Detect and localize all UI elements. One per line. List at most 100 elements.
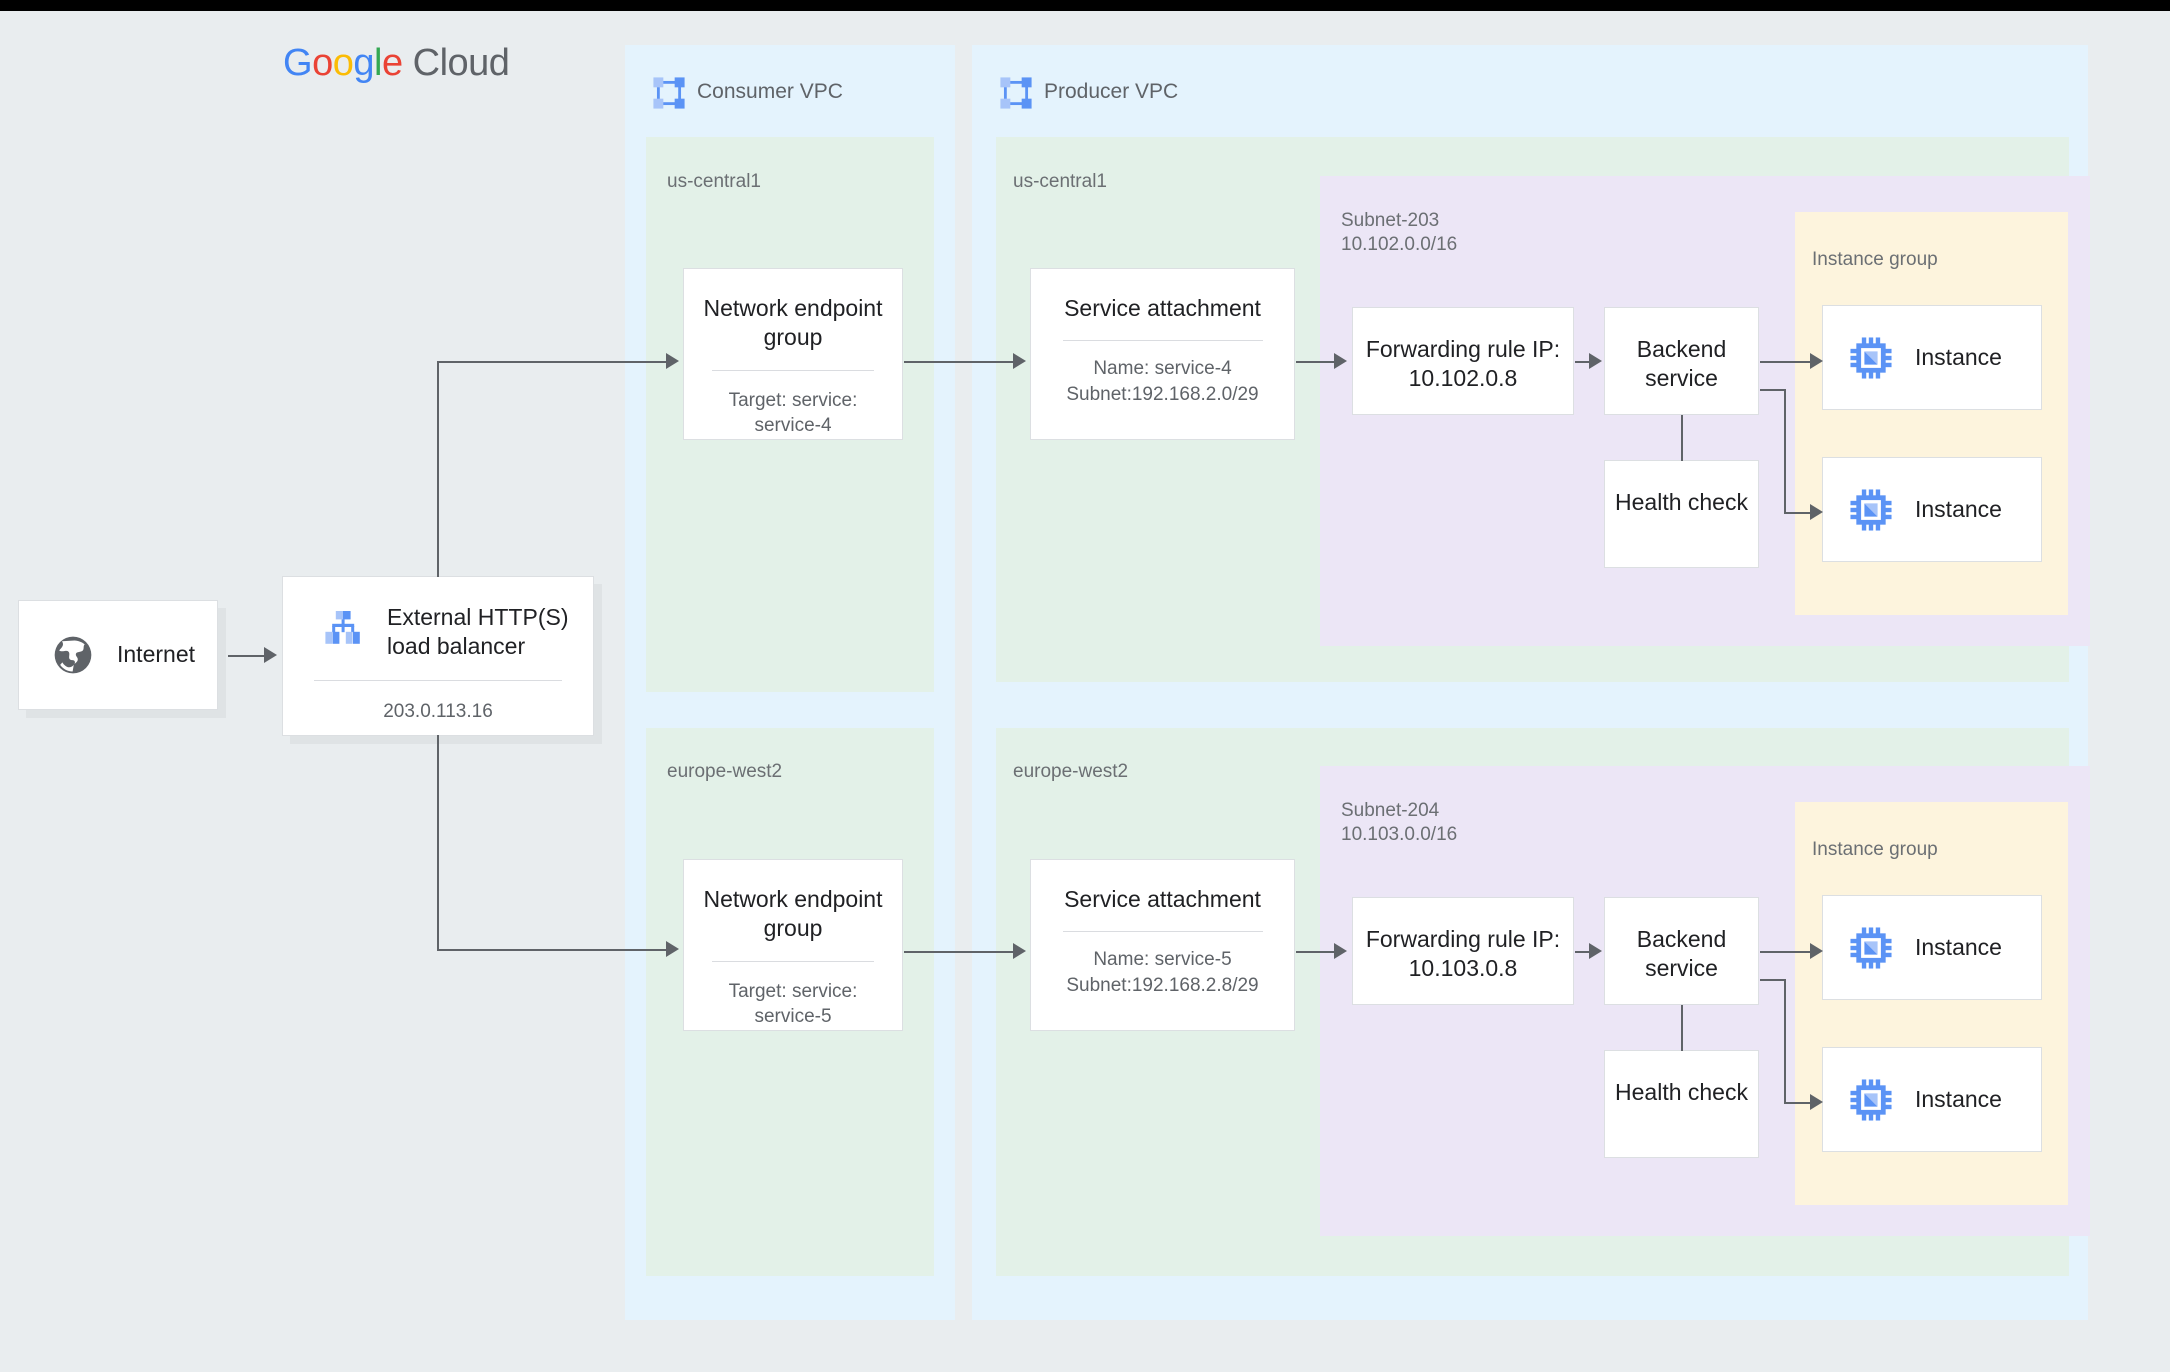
arrowhead-sa2-to-fr2 xyxy=(1334,943,1347,959)
cpu-chip-icon xyxy=(1849,336,1893,380)
neg-sub-2: Target: service: service-5 xyxy=(728,980,858,1027)
connector-sa2-to-fr2 xyxy=(1296,951,1336,953)
logo-letter-e: e xyxy=(381,42,403,84)
connector-neg2-to-sa2 xyxy=(904,951,1015,953)
top-black-bar xyxy=(0,0,2170,11)
connector-bs2-to-instance2b-seg3 xyxy=(1784,1102,1812,1104)
service-attachment-card-1[interactable]: Service attachment Name: service-4 Subne… xyxy=(1030,268,1295,440)
health-check-card-2[interactable]: Health check xyxy=(1604,1050,1759,1158)
cpu-chip-icon xyxy=(1849,1078,1893,1122)
instance-card-2a[interactable]: Instance xyxy=(1822,895,2042,1000)
forwarding-rule-card-2[interactable]: Forwarding rule IP: 10.103.0.8 xyxy=(1352,897,1574,1005)
load-balancer-card[interactable]: External HTTP(S) load balancer 203.0.113… xyxy=(282,576,594,736)
google-cloud-logo: Google Cloud xyxy=(283,42,510,85)
health-check-title-1: Health check xyxy=(1615,489,1748,515)
connector-bs1-to-instance1b-seg1 xyxy=(1760,389,1786,391)
service-attachment-divider-1 xyxy=(1062,340,1263,342)
instance-label-1a: Instance xyxy=(1915,343,2002,370)
neg-title-1: Network endpoint group xyxy=(703,295,883,351)
health-check-card-1[interactable]: Health check xyxy=(1604,460,1759,568)
connector-bs2-to-instance2b-seg2 xyxy=(1784,979,1786,1104)
logo-suffix: Cloud xyxy=(412,42,510,84)
load-balancer-ip: 203.0.113.16 xyxy=(383,700,493,722)
arrowhead-bs1-to-instance1b xyxy=(1810,504,1823,520)
producer-region-us-central1-label: us-central1 xyxy=(1013,171,1107,192)
arrowhead-bs1-to-instance1a xyxy=(1810,353,1823,369)
producer-region-europe-west2-label: europe-west2 xyxy=(1013,761,1129,782)
load-balancer-icon xyxy=(319,605,367,653)
producer-vpc-label: Producer VPC xyxy=(1044,80,1179,103)
connector-lb-spine-down xyxy=(437,735,439,951)
instance-group-label-2: Instance group xyxy=(1812,839,1938,860)
consumer-region-us-central1-label: us-central1 xyxy=(667,171,761,192)
connector-bs2-to-hc2 xyxy=(1681,1005,1683,1051)
backend-service-card-1[interactable]: Backend service xyxy=(1604,307,1759,415)
logo-letter-l: l xyxy=(373,42,382,84)
forwarding-rule-card-1[interactable]: Forwarding rule IP: 10.102.0.8 xyxy=(1352,307,1574,415)
internet-card[interactable]: Internet xyxy=(18,600,218,710)
health-check-title-2: Health check xyxy=(1615,1079,1748,1105)
arrowhead-neg2-to-sa2 xyxy=(1013,943,1026,959)
logo-letter-o2: o xyxy=(332,42,354,84)
service-attachment-divider-2 xyxy=(1062,931,1263,933)
backend-service-title-1: Backend service xyxy=(1636,336,1727,392)
connector-bs2-to-instance2b-seg1 xyxy=(1760,979,1786,981)
arrowhead-neg1-to-sa1 xyxy=(1013,353,1026,369)
logo-letter-g1: G xyxy=(283,42,313,84)
service-attachment-sub-2: Name: service-5 Subnet:192.168.2.8/29 xyxy=(1066,949,1259,996)
service-attachment-title-2: Service attachment xyxy=(1064,886,1261,912)
instance-group-label-1: Instance group xyxy=(1812,249,1938,270)
vpc-icon xyxy=(652,76,686,110)
connector-lb-spine-up xyxy=(437,361,439,577)
network-endpoint-group-card-2[interactable]: Network endpoint group Target: service: … xyxy=(683,859,903,1031)
connector-bs1-to-instance1a xyxy=(1760,361,1812,363)
arrowhead-sa1-to-fr1 xyxy=(1334,353,1347,369)
instance-label-2a: Instance xyxy=(1915,933,2002,960)
connector-bs1-to-instance1b-seg2 xyxy=(1784,389,1786,514)
subnet-203-label: Subnet-203 10.102.0.0/16 xyxy=(1341,210,1458,256)
globe-icon xyxy=(51,633,95,677)
connector-sa1-to-fr1 xyxy=(1296,361,1336,363)
service-attachment-title-1: Service attachment xyxy=(1064,295,1261,321)
backend-service-title-2: Backend service xyxy=(1636,926,1727,982)
arrowhead-bs2-to-instance2b xyxy=(1810,1094,1823,1110)
connector-bs1-to-hc1 xyxy=(1681,415,1683,461)
arrowhead-fr2-to-bs2 xyxy=(1589,943,1602,959)
arrowhead-bs2-to-instance2a xyxy=(1810,943,1823,959)
instance-card-1a[interactable]: Instance xyxy=(1822,305,2042,410)
connector-neg1-to-sa1 xyxy=(904,361,1015,363)
load-balancer-title: External HTTP(S) load balancer xyxy=(387,604,569,660)
neg-sub-1: Target: service: service-4 xyxy=(728,389,858,436)
instance-label-1b: Instance xyxy=(1915,495,2002,522)
connector-bs2-to-instance2a xyxy=(1760,951,1812,953)
consumer-region-europe-west2-label: europe-west2 xyxy=(667,761,783,782)
connector-bs1-to-instance1b-seg3 xyxy=(1784,512,1812,514)
arrowhead-lb-to-neg2 xyxy=(666,941,679,957)
load-balancer-divider xyxy=(314,679,562,681)
cpu-chip-icon xyxy=(1849,926,1893,970)
logo-cloud-word xyxy=(403,42,413,84)
backend-service-card-2[interactable]: Backend service xyxy=(1604,897,1759,1005)
arrowhead-internet-to-lb xyxy=(264,647,277,663)
forwarding-rule-title-2: Forwarding rule IP: 10.103.0.8 xyxy=(1365,926,1561,982)
neg-divider-1 xyxy=(712,369,874,371)
logo-letter-o1: o xyxy=(312,42,333,84)
instance-card-1b[interactable]: Instance xyxy=(1822,457,2042,562)
network-endpoint-group-card-1[interactable]: Network endpoint group Target: service: … xyxy=(683,268,903,440)
subnet-204-label: Subnet-204 10.103.0.0/16 xyxy=(1341,800,1458,846)
service-attachment-card-2[interactable]: Service attachment Name: service-5 Subne… xyxy=(1030,859,1295,1031)
instance-card-2b[interactable]: Instance xyxy=(1822,1047,2042,1152)
arrowhead-lb-to-neg1 xyxy=(666,353,679,369)
consumer-vpc-label: Consumer VPC xyxy=(697,80,843,103)
cpu-chip-icon xyxy=(1849,488,1893,532)
vpc-icon xyxy=(999,76,1033,110)
instance-label-2b: Instance xyxy=(1915,1085,2002,1112)
forwarding-rule-title-1: Forwarding rule IP: 10.102.0.8 xyxy=(1365,336,1561,392)
connector-lb-to-neg2 xyxy=(437,949,668,951)
connector-lb-to-neg1 xyxy=(437,361,668,363)
neg-divider-2 xyxy=(712,960,874,962)
arrowhead-fr1-to-bs1 xyxy=(1589,353,1602,369)
connector-fr1-to-bs1 xyxy=(1575,361,1591,363)
connector-fr2-to-bs2 xyxy=(1575,951,1591,953)
